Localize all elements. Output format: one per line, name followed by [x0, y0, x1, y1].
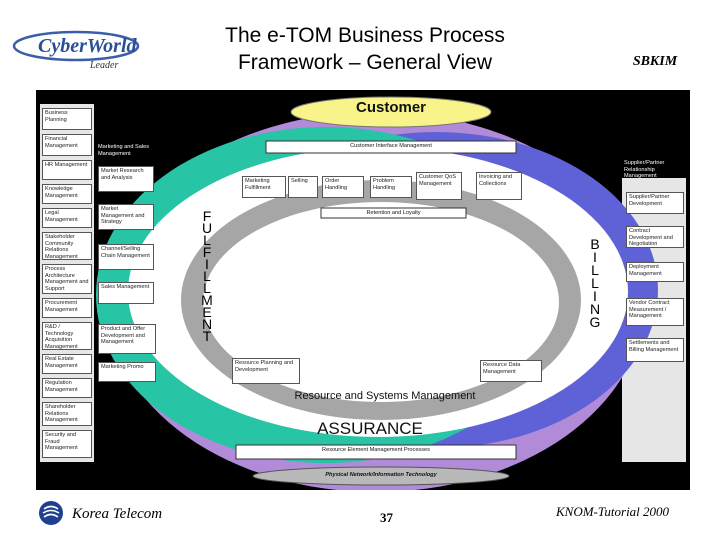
left-box-shareholder-relations: Shareholder Relations Management	[42, 402, 92, 426]
billing-letter: L	[591, 262, 599, 278]
left-box-rd-technology: R&D / Technology Acquisition Management	[42, 322, 92, 350]
cyberworld-logo: CyberWorld Leader	[8, 22, 173, 77]
footer-company: Korea Telecom	[72, 506, 163, 522]
left-box-process-architecture: Process Architecture Management and Supp…	[42, 264, 92, 294]
resource-planning-box: Resource Planning and Development	[232, 358, 300, 384]
fulfillment-letter: M	[201, 292, 213, 308]
customer-interface-bar	[265, 140, 517, 154]
billing-letter: B	[590, 236, 600, 252]
billing-letter: I	[593, 288, 597, 304]
right-box-settlements: Settlements and Billing Management	[626, 338, 684, 362]
right-box-deployment: Deployment Management	[626, 262, 684, 282]
etom-framework-diagram: Customer Customer Interface Management R…	[36, 90, 690, 490]
left-box-procurement: Procurement Management	[42, 298, 92, 318]
inner-box-order-handling: Order Handling	[322, 176, 364, 198]
fulfillment-letter: E	[202, 304, 212, 320]
resource-element-bar	[235, 444, 517, 460]
left-box-stakeholder-relations: Stakeholder Community Relations Manageme…	[42, 232, 92, 260]
inner-box-customer-qos: Customer QoS Management	[416, 172, 462, 200]
customer-interface-label: Customer Interface Management	[350, 143, 432, 149]
marketing-box-research: Market Research and Analysis	[98, 166, 154, 192]
assurance-label: ASSURANCE	[317, 419, 423, 438]
left-box-legal-management: Legal Management	[42, 208, 92, 228]
fulfillment-letter: N	[201, 316, 213, 332]
left-box-business-planning: Business Planning	[42, 108, 92, 130]
logo-text: CyberWorld	[38, 35, 138, 57]
billing-letter: I	[593, 249, 597, 265]
fulfillment-letter: U	[201, 220, 213, 236]
title-line-1: The e-TOM Business Process	[225, 24, 505, 47]
diagram-graphics	[40, 96, 686, 490]
retention-bar	[320, 207, 467, 219]
marketing-box-sales: Sales Management	[98, 282, 154, 304]
right-box-supplier-development: Supplier/Partner Development	[626, 192, 684, 214]
footer-event: KNOM-Tutorial 2000	[556, 504, 670, 519]
fulfillment-letter: F	[202, 244, 212, 260]
marketing-header: Marketing and Sales Management	[98, 144, 149, 157]
author-label: SBKIM	[632, 54, 678, 69]
inner-box-marketing-fulfillment: Marketing Fulfillment	[242, 176, 286, 198]
marketing-box-channel: Channel/Selling Chain Management	[98, 244, 154, 270]
billing-letter: N	[589, 301, 601, 317]
inner-box-invoicing: Invoicing and Collections	[476, 172, 522, 200]
inner-box-selling: Selling	[288, 176, 318, 198]
page-title: The e-TOM Business Process Framework – G…	[185, 22, 545, 76]
inner-box-problem-handling: Problem Handling	[370, 176, 412, 198]
fulfillment-letter: L	[203, 232, 211, 248]
inner-white-core	[203, 202, 559, 402]
right-box-contract-development: Contract Development and Negotiation	[626, 226, 684, 248]
billing-letter: G	[589, 314, 601, 330]
retention-label: Retention and Loyalty	[366, 210, 421, 216]
right-header: Supplier/Partner Relationship Management	[624, 160, 665, 180]
logo-subtext: Leader	[89, 60, 118, 71]
fulfillment-letter: I	[205, 256, 209, 272]
physical-network-label: Physical Network/Information Technology	[325, 472, 437, 478]
customer-oval	[290, 96, 492, 128]
fulfillment-vertical-label: F U L F I L L M E N T	[200, 208, 214, 344]
left-box-financial-management: Financial Management	[42, 134, 92, 156]
left-box-hr-management: HR Management	[42, 160, 92, 180]
fulfillment-letter: L	[203, 280, 211, 296]
customer-label: Customer	[355, 99, 426, 116]
resource-element-label: Resource Element Management Processes	[322, 447, 430, 453]
billing-letter: L	[591, 275, 599, 291]
title-line-2: Framework – General View	[237, 51, 493, 74]
fulfillment-letter: F	[202, 208, 212, 224]
left-box-regulation: Regulation Management	[42, 378, 92, 398]
marketing-box-promo: Marketing Promo	[98, 362, 156, 382]
left-box-security-fraud: Security and Fraud Management	[42, 430, 92, 458]
marketing-box-product-offer: Product and Offer Development and Manage…	[98, 324, 156, 354]
marketing-box-strategy: Market Management and Strategy	[98, 204, 154, 230]
billing-vertical-label: B I L L I N G	[588, 236, 602, 330]
left-box-real-estate: Real Estate Management	[42, 354, 92, 374]
resource-systems-label: Resource and Systems Management	[294, 390, 476, 402]
resource-data-box: Resource Data Management	[480, 360, 542, 382]
page-number: 37	[380, 510, 393, 525]
right-box-vendor-contract: Vendor Contract Measurement / Management	[626, 298, 684, 326]
fulfillment-letter: L	[203, 268, 211, 284]
korea-telecom-logo-icon	[38, 500, 64, 526]
left-box-knowledge-management: Knowledge Management	[42, 184, 92, 204]
fulfillment-letter: T	[202, 328, 212, 344]
physical-network-oval	[252, 466, 510, 486]
